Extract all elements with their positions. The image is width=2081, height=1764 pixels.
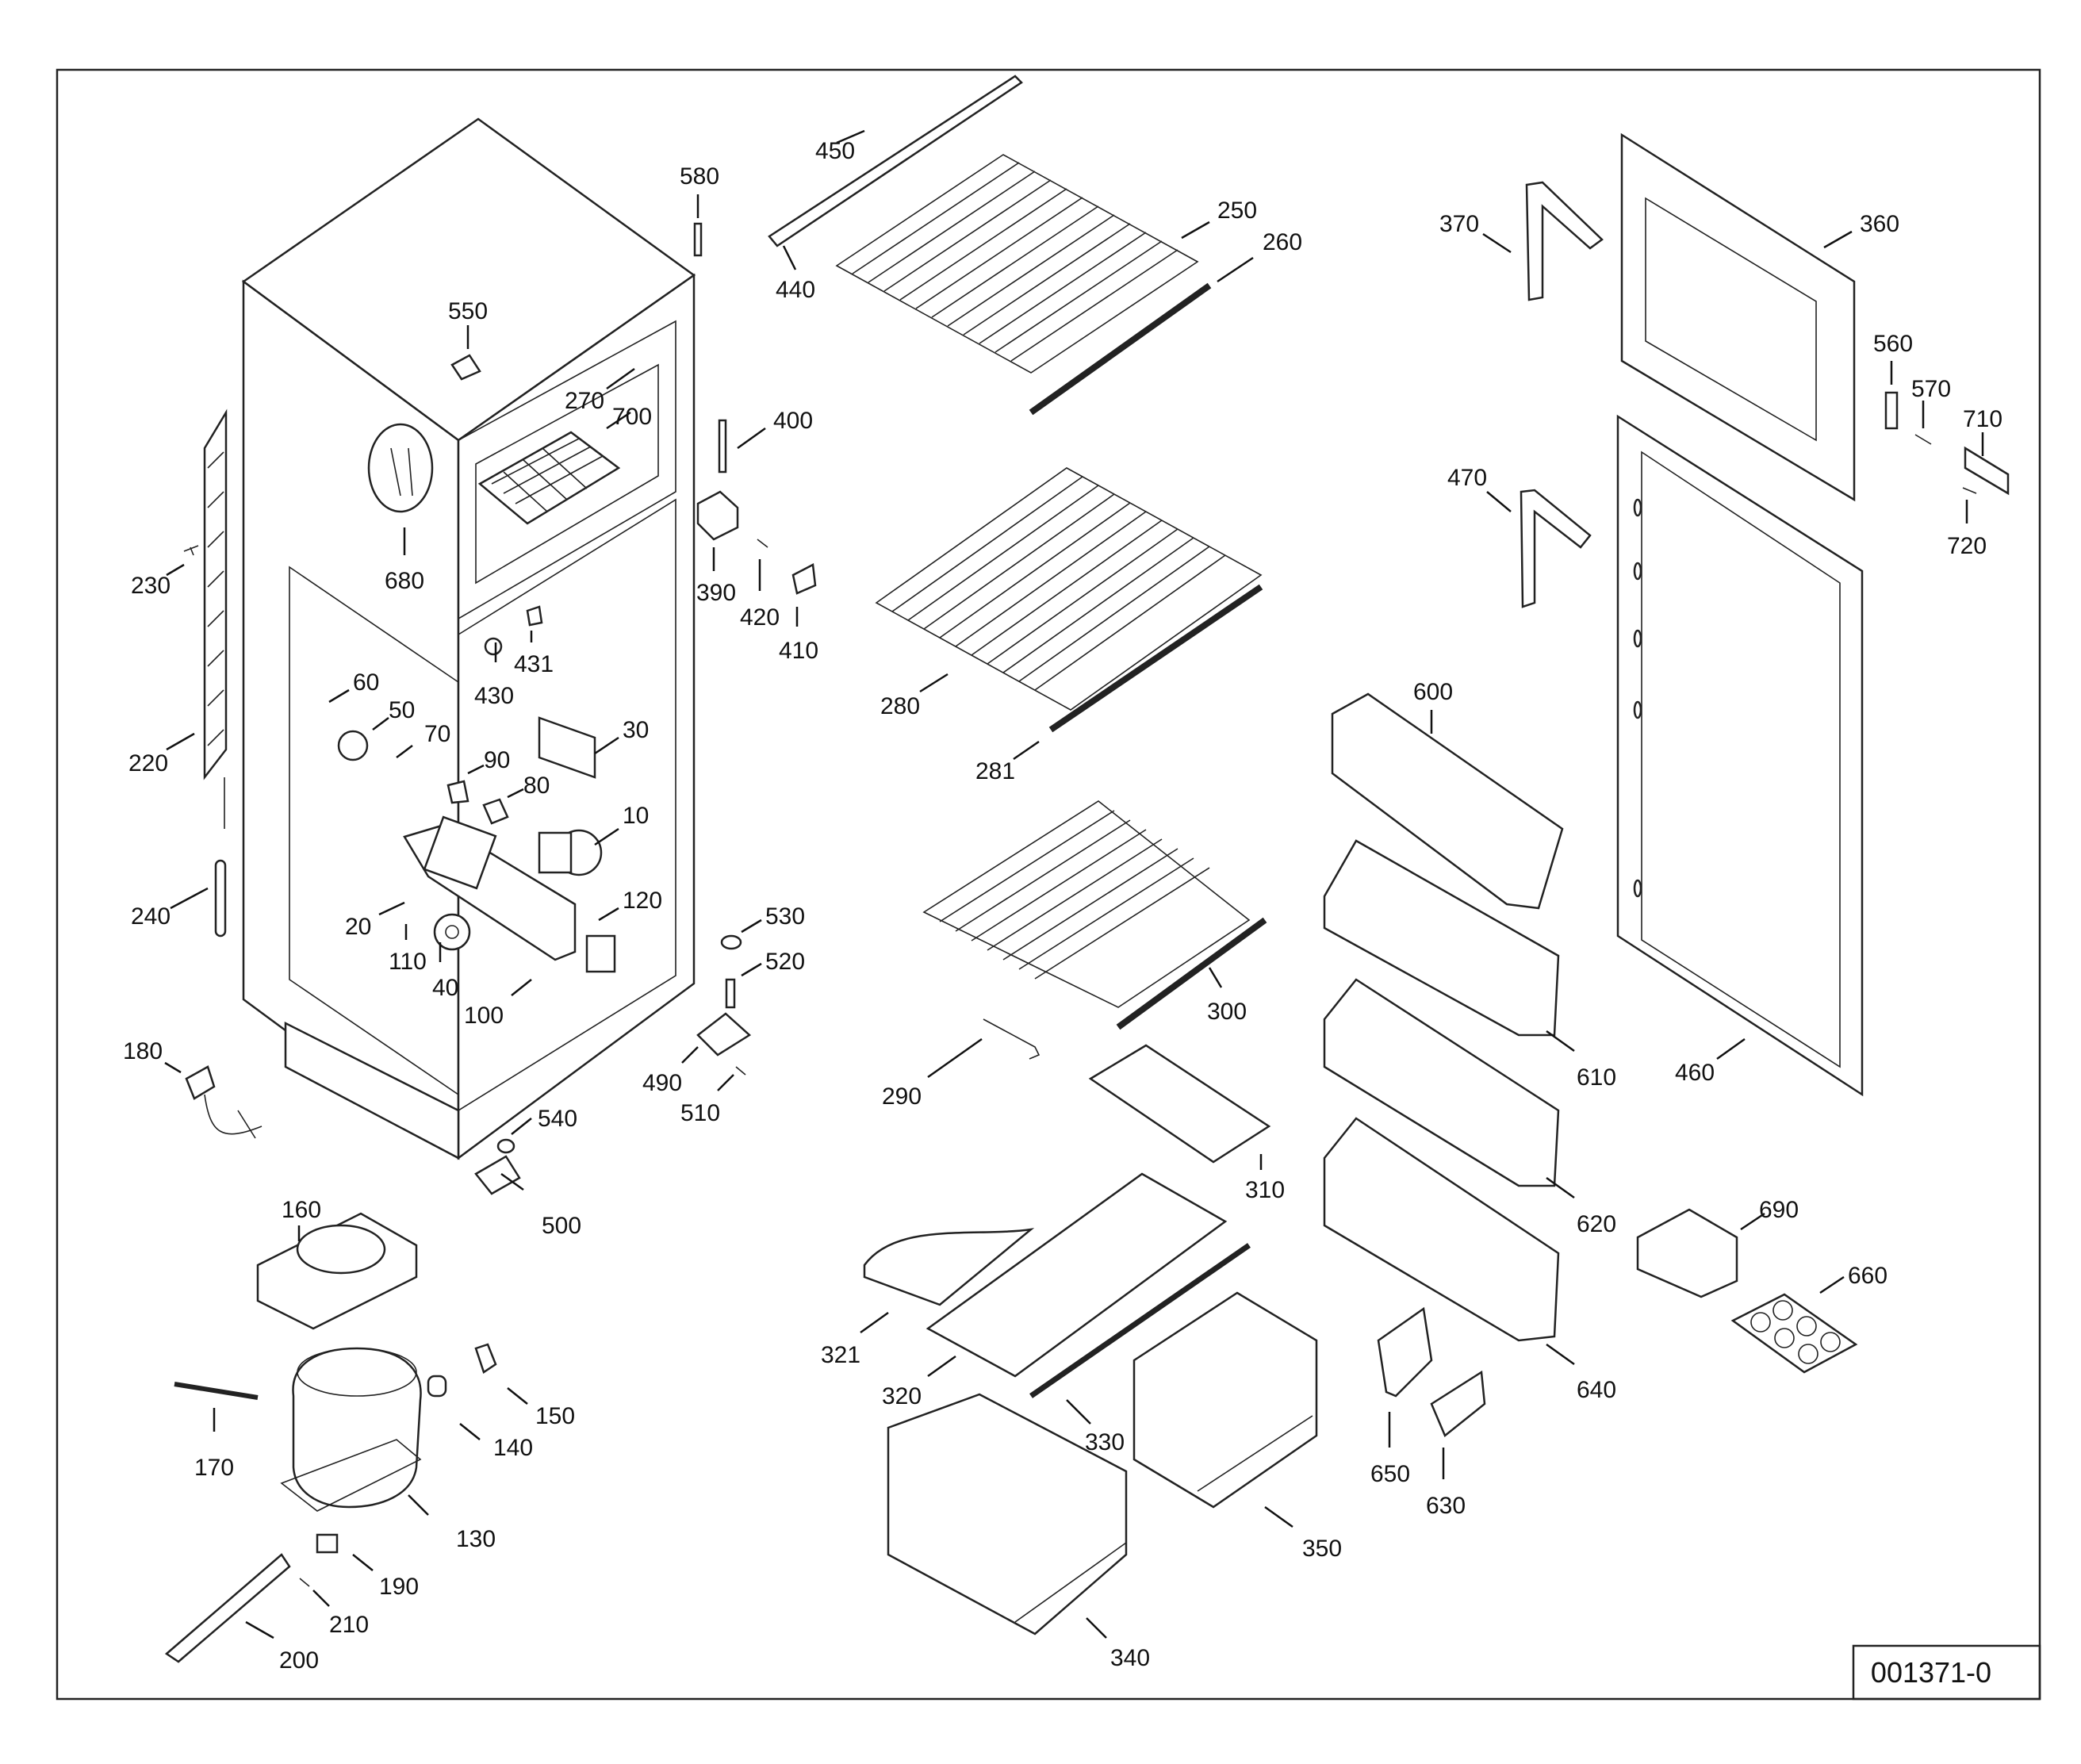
callout-280: 280 xyxy=(880,693,920,719)
callout-310: 310 xyxy=(1245,1177,1285,1203)
callout-270: 270 xyxy=(565,388,604,414)
drawing-code: 001371-0 xyxy=(1871,1656,1991,1689)
compressor-drawing xyxy=(164,1212,497,1663)
callout-550: 550 xyxy=(448,298,488,324)
callout-660: 660 xyxy=(1848,1263,1887,1289)
callout-160: 160 xyxy=(282,1197,321,1223)
cabinet-drawing xyxy=(241,117,696,1160)
callout-130: 130 xyxy=(456,1526,496,1552)
callout-321: 321 xyxy=(821,1342,860,1368)
drawing-code-box xyxy=(1852,1644,2041,1701)
callout-690: 690 xyxy=(1759,1197,1799,1223)
callout-200: 200 xyxy=(279,1647,319,1674)
callout-720: 720 xyxy=(1947,533,1987,559)
callout-250: 250 xyxy=(1217,197,1257,224)
callout-390: 390 xyxy=(696,580,736,606)
callout-240: 240 xyxy=(131,903,171,930)
callout-230: 230 xyxy=(131,573,171,599)
power-cord-drawing xyxy=(185,1065,263,1139)
callout-350: 350 xyxy=(1302,1536,1342,1562)
callout-430: 430 xyxy=(474,683,514,709)
door-bins-drawing xyxy=(1323,692,1858,1438)
callout-260: 260 xyxy=(1263,229,1302,255)
callout-labels: 10 20 30 40 50 60 70 80 90 100 110 120 1… xyxy=(123,138,2002,1674)
callout-360: 360 xyxy=(1860,211,1899,237)
callout-540: 540 xyxy=(538,1106,577,1132)
callout-180: 180 xyxy=(123,1038,163,1064)
callout-410: 410 xyxy=(779,638,818,664)
callout-650: 650 xyxy=(1370,1461,1410,1487)
callout-190: 190 xyxy=(379,1574,419,1600)
callout-510: 510 xyxy=(680,1100,720,1126)
callout-50: 50 xyxy=(389,697,415,723)
callout-20: 20 xyxy=(345,914,371,940)
callout-500: 500 xyxy=(542,1213,581,1239)
callout-530: 530 xyxy=(765,903,805,930)
callout-340: 340 xyxy=(1110,1645,1150,1671)
drawing-frame xyxy=(56,68,2041,1701)
callout-440: 440 xyxy=(776,277,815,303)
callout-700: 700 xyxy=(612,404,652,430)
callout-570: 570 xyxy=(1911,376,1951,402)
callout-110: 110 xyxy=(389,949,427,975)
callout-710: 710 xyxy=(1963,406,2002,432)
callout-320: 320 xyxy=(882,1383,922,1409)
callout-450: 450 xyxy=(815,138,855,164)
callout-610: 610 xyxy=(1577,1064,1616,1091)
condenser-drawing xyxy=(183,408,228,938)
callout-370: 370 xyxy=(1439,211,1479,237)
callout-620: 620 xyxy=(1577,1211,1616,1237)
callout-680: 680 xyxy=(385,568,424,594)
callout-leaders xyxy=(164,129,1984,1639)
callout-100: 100 xyxy=(464,1003,504,1029)
callout-170: 170 xyxy=(194,1455,234,1481)
callout-60: 60 xyxy=(353,669,379,696)
callout-490: 490 xyxy=(642,1070,682,1096)
callout-90: 90 xyxy=(484,747,510,773)
callout-290: 290 xyxy=(882,1083,922,1110)
callout-630: 630 xyxy=(1426,1493,1466,1519)
callout-281: 281 xyxy=(975,758,1015,784)
callout-431: 431 xyxy=(514,651,554,677)
callout-330: 330 xyxy=(1085,1429,1125,1455)
callout-460: 460 xyxy=(1675,1060,1715,1086)
doors-drawing xyxy=(1520,132,2010,1097)
callout-140: 140 xyxy=(493,1435,533,1461)
callout-80: 80 xyxy=(523,773,550,799)
callout-120: 120 xyxy=(623,888,662,914)
callout-220: 220 xyxy=(128,750,168,777)
callout-400: 400 xyxy=(773,408,813,434)
callout-580: 580 xyxy=(680,163,719,190)
hinge-hardware-drawing xyxy=(474,222,817,1195)
callout-300: 300 xyxy=(1207,999,1247,1025)
callout-640: 640 xyxy=(1577,1377,1616,1403)
callout-210: 210 xyxy=(329,1612,369,1638)
callout-420: 420 xyxy=(740,604,780,631)
callout-10: 10 xyxy=(623,803,649,829)
callout-30: 30 xyxy=(623,717,649,743)
callout-600: 600 xyxy=(1413,679,1453,705)
callout-40: 40 xyxy=(432,975,458,1001)
callout-520: 520 xyxy=(765,949,805,975)
shelves-drawing xyxy=(768,75,1318,1636)
callout-70: 70 xyxy=(424,721,450,747)
callout-150: 150 xyxy=(535,1403,575,1429)
callout-470: 470 xyxy=(1447,465,1487,491)
callout-560: 560 xyxy=(1873,331,1913,357)
